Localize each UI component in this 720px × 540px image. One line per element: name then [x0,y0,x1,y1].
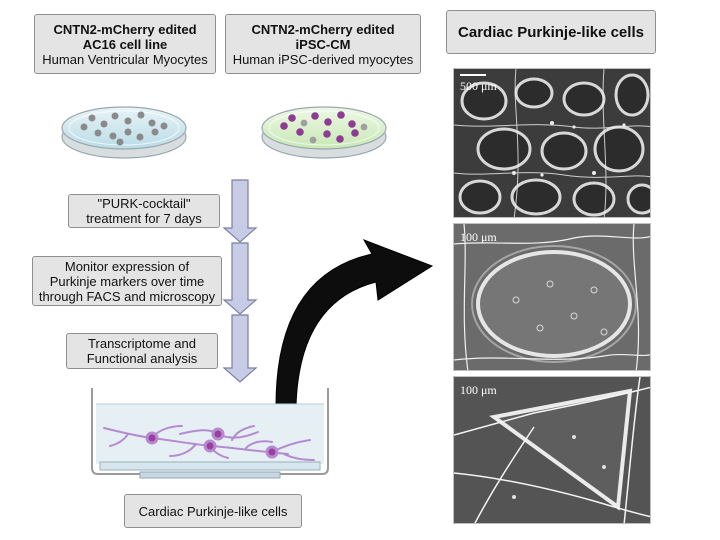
source-ac16-subtitle: AC16 cell line [82,36,168,52]
micrograph-500um: 500 μm [453,68,651,218]
step-2-line-3: through FACS and microscopy [38,288,216,304]
source-ipsc-subtitle: iPSC-CM [295,36,351,52]
step-1-line-2: treatment for 7 days [86,211,202,226]
step-2-line-2: Purkinje markers over time [49,273,205,289]
micrograph-100um-b: 100 μm [453,376,651,524]
curved-arrow [275,239,434,407]
result-label: Cardiac Purkinje-like cells [138,503,288,519]
source-ac16-description: Human Ventricular Myocytes [42,51,208,67]
micrograph-100um-a: 100 μm [453,223,651,371]
scale-label-100-a: 100 μm [460,230,497,244]
scale-bar-500 [460,74,486,76]
result-label-box: Cardiac Purkinje-like cells [124,494,302,528]
petri-dish-ipsc [261,106,387,159]
process-arrows [222,179,258,383]
source-ipsc-title: CNTN2-mCherry edited [251,21,395,37]
step-2-line-1: Monitor expression of [64,258,190,274]
culture-dish [91,388,329,479]
step-3-line-1: Transcriptome and [88,336,196,351]
step-box-treatment: "PURK-cocktail" treatment for 7 days [68,194,220,228]
step-box-analysis: Transcriptome and Functional analysis [66,333,218,369]
step-box-monitor: Monitor expression of Purkinje markers o… [32,256,222,306]
petri-dish-ac16 [61,106,187,159]
process-arrow-2 [222,242,258,315]
source-ac16-title: CNTN2-mCherry edited [53,21,197,37]
source-box-ipsc: CNTN2-mCherry edited iPSC-CM Human iPSC-… [225,14,421,74]
process-arrow-3 [222,314,258,383]
scale-label-500: 500 μm [460,79,497,93]
scale-label-100-b: 100 μm [460,383,497,397]
source-ipsc-description: Human iPSC-derived myocytes [232,51,414,67]
step-1-line-1: "PURK-cocktail" [97,196,191,211]
panel-title: Cardiac Purkinje-like cells [458,23,644,41]
source-box-ac16: CNTN2-mCherry edited AC16 cell line Huma… [34,14,216,74]
panel-title-box: Cardiac Purkinje-like cells [446,10,656,54]
process-arrow-1 [222,179,258,243]
step-3-line-2: Functional analysis [86,351,198,366]
